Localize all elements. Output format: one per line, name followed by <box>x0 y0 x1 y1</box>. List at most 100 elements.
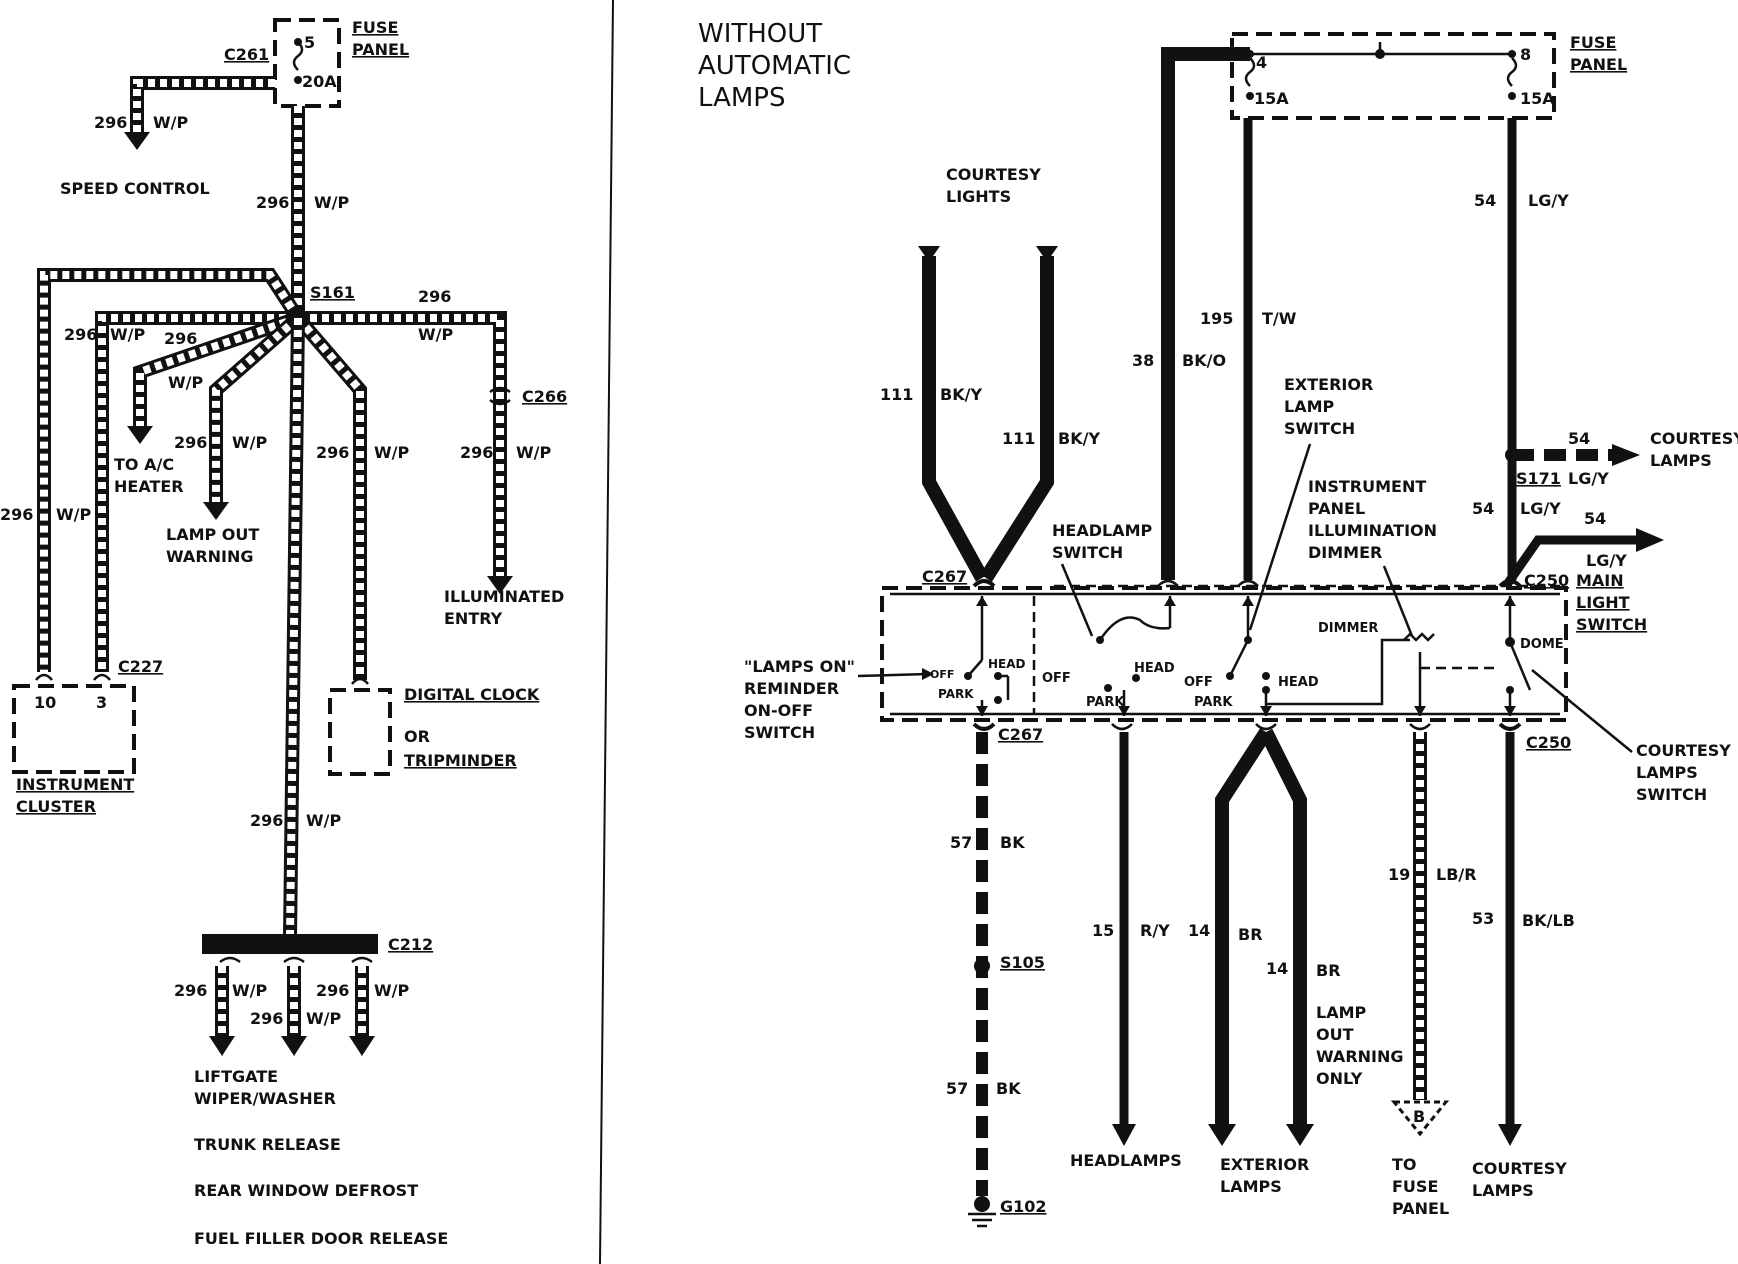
lampout-circuit: 296 <box>174 433 207 452</box>
title-line-1: WITHOUT <box>698 19 822 49</box>
arrow-courtesy <box>1498 1124 1522 1146</box>
w38-color: BK/O <box>1182 351 1226 370</box>
lamps-on-4: SWITCH <box>744 723 815 742</box>
courtesy-switch-1: COURTESY <box>1636 741 1731 760</box>
fuse-b-num: 8 <box>1520 45 1531 64</box>
lampout-label-2: WARNING <box>166 547 254 566</box>
w54-top-circuit: 54 <box>1474 191 1496 210</box>
cluster-outer-circuit: 296 <box>0 505 33 524</box>
s171-out-label-2: LAMPS <box>1650 451 1712 470</box>
left-fuse-panel-box <box>273 18 341 108</box>
sw-head-1: HEAD <box>988 657 1026 671</box>
left-fuse-panel-label-2: PANEL <box>352 40 409 59</box>
divider-line <box>599 0 614 1264</box>
w111-left-circuit: 111 <box>880 385 913 404</box>
wire-clock <box>292 313 367 680</box>
arrow-lamp-out <box>203 502 229 520</box>
trunk-color: W/P <box>314 193 349 212</box>
speed-circuit: 296 <box>94 113 127 132</box>
w19-color: LB/R <box>1436 865 1477 884</box>
w14b-circuit: 14 <box>1266 959 1288 978</box>
arrow-illum-entry <box>487 576 513 594</box>
w53-circuit: 53 <box>1472 909 1494 928</box>
to-fuse-3: PANEL <box>1392 1199 1449 1218</box>
w54-main-circuit: 54 <box>1584 509 1606 528</box>
cluster-inner-circuit: 296 <box>64 325 97 344</box>
clock-line2: OR <box>404 727 430 746</box>
w54-top-color: LG/Y <box>1528 191 1569 210</box>
courtesy-switch-3: SWITCH <box>1636 785 1707 804</box>
w195-circuit: 195 <box>1200 309 1233 328</box>
cluster-pin-3: 3 <box>96 693 107 712</box>
arrow-54-main <box>1636 528 1664 552</box>
main-light-switch-box <box>880 586 1568 722</box>
s171-circuit: 54 <box>1472 499 1494 518</box>
wire-38 <box>1161 47 1250 580</box>
wire-lower-trunk <box>283 317 305 937</box>
dest-3: TRUNK RELEASE <box>194 1135 341 1154</box>
cluster-outer-color: W/P <box>56 505 91 524</box>
clock-line1: DIGITAL CLOCK <box>404 685 540 704</box>
sw-dimmer: DIMMER <box>1318 621 1378 636</box>
splice-s105-dot <box>974 958 990 974</box>
sw-off-1: OFF <box>930 668 954 681</box>
arrow-headlamps <box>1112 1124 1136 1146</box>
s171-out-label-1: COURTESY <box>1650 429 1738 448</box>
speed-control-label: SPEED CONTROL <box>60 179 210 198</box>
left-fuse-rating: 20A <box>302 72 337 91</box>
right-diagram: WITHOUT AUTOMATIC LAMPS 4 15A 8 15A FUSE… <box>698 19 1738 1228</box>
courtesy-out-1: COURTESY <box>1472 1159 1567 1178</box>
cluster-label-2: CLUSTER <box>16 797 96 816</box>
w111-right-color: BK/Y <box>1058 429 1100 448</box>
cluster-label-1: INSTRUMENT <box>16 775 134 794</box>
lamps-on-3: ON-OFF <box>744 701 813 720</box>
arrow-c212-3 <box>349 1036 375 1056</box>
courtesy-lights-1: COURTESY <box>946 165 1041 184</box>
courtesy-lights-2: LIGHTS <box>946 187 1011 206</box>
w111-right-circuit: 111 <box>1002 429 1035 448</box>
lower-circuit: 296 <box>250 811 283 830</box>
connector-c261: C261 <box>224 45 269 64</box>
dest-4: REAR WINDOW DEFROST <box>194 1181 418 1200</box>
fuse-a-num: 4 <box>1256 53 1267 72</box>
c266-label: C266 <box>522 387 567 406</box>
sw-park-3: PARK <box>1194 695 1233 710</box>
title-line-2: AUTOMATIC <box>698 51 851 81</box>
sw-park-2: PARK <box>1086 695 1125 710</box>
w57-circuit-1: 57 <box>950 833 972 852</box>
sw-dome: DOME <box>1520 637 1564 652</box>
lamps-on-2: REMINDER <box>744 679 839 698</box>
w14b-color: BR <box>1316 961 1341 980</box>
courtesy-out-2: LAMPS <box>1472 1181 1534 1200</box>
c212-out1-color: W/P <box>232 981 267 1000</box>
w53-color: BK/LB <box>1522 911 1575 930</box>
lampout-label-1: LAMP OUT <box>166 525 259 544</box>
c212-out2-color: W/P <box>306 1009 341 1028</box>
w15-color: R/Y <box>1140 921 1170 940</box>
s105-label: S105 <box>1000 953 1045 972</box>
splice-s161: S161 <box>310 283 355 302</box>
main-switch-1: MAIN <box>1576 571 1624 590</box>
speed-color: W/P <box>153 113 188 132</box>
head-switch-1: HEADLAMP <box>1052 521 1152 540</box>
cluster-inner-color: W/P <box>110 325 145 344</box>
ext-label-1: EXTERIOR <box>1220 1155 1309 1174</box>
w195-color: T/W <box>1262 309 1297 328</box>
w14a-circuit: 14 <box>1188 921 1210 940</box>
dimmer-2: PANEL <box>1308 499 1365 518</box>
cluster-pin-10: 10 <box>34 693 56 712</box>
illum-label-2: ENTRY <box>444 609 503 628</box>
illum-label-1: ILLUMINATED <box>444 587 564 606</box>
left-diagram: 5 20A FUSE PANEL C261 296 W/P SPEED CONT… <box>0 18 567 1248</box>
wire-111-left <box>922 256 989 582</box>
sw-off-2: OFF <box>1042 671 1071 686</box>
ext-note-3: WARNING <box>1316 1047 1404 1066</box>
w57-color-2: BK <box>996 1079 1021 1098</box>
main-switch-3: SWITCH <box>1576 615 1647 634</box>
w15-circuit: 15 <box>1092 921 1114 940</box>
to-fuse-2: FUSE <box>1392 1177 1438 1196</box>
ext-switch-1: EXTERIOR <box>1284 375 1373 394</box>
dimmer-1: INSTRUMENT <box>1308 477 1426 496</box>
arrow-c212-2 <box>281 1036 307 1056</box>
ac-color: W/P <box>168 373 203 392</box>
